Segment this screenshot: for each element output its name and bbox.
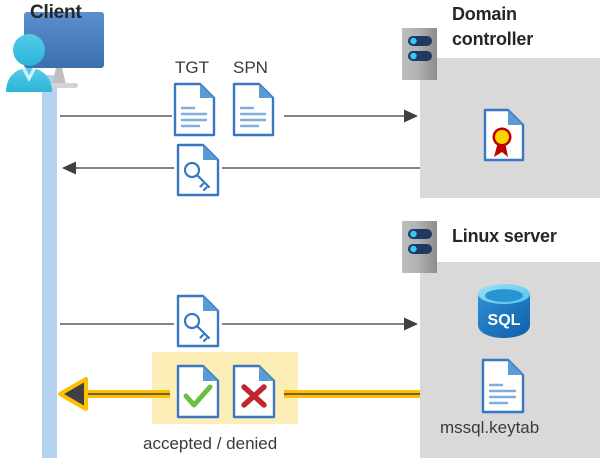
certificate-document-icon <box>483 108 525 162</box>
client-person-icon <box>6 34 52 92</box>
denied-document-icon <box>232 364 276 419</box>
tgt-document-icon <box>173 82 216 137</box>
message-3-arrow-client-to-linux <box>60 317 418 331</box>
tgt-label: TGT <box>175 58 209 77</box>
domain-controller-title-line1: Domain <box>452 4 517 24</box>
ticket-key-document-icon-row2 <box>176 143 220 197</box>
linux-server-title: Linux server <box>452 226 557 246</box>
domain-controller-title-line2: controller <box>452 29 534 49</box>
linux-server-rack-icon <box>402 221 437 273</box>
keytab-filename-label: mssql.keytab <box>440 418 540 437</box>
key-glyph <box>183 161 211 192</box>
verdict-label: accepted / denied <box>143 434 278 453</box>
domain-controller-rack-icon <box>402 28 437 80</box>
ticket-key-document-icon-row3 <box>176 294 220 348</box>
message-2-arrow-dc-to-client <box>62 161 420 175</box>
spn-label: SPN <box>233 58 268 77</box>
sql-badge-text: SQL <box>488 312 521 329</box>
accepted-document-icon <box>176 364 220 419</box>
spn-document-icon <box>232 82 275 137</box>
client-title: Client <box>30 2 82 23</box>
domain-controller-title: Domain controller <box>452 2 592 52</box>
client-lifeline <box>42 75 57 458</box>
key-glyph <box>183 312 211 343</box>
message-1-arrow-client-to-dc <box>60 109 418 123</box>
keytab-document-icon <box>481 358 525 414</box>
sql-database-icon: SQL <box>478 284 530 338</box>
message-4-arrow-linux-to-client <box>58 377 420 411</box>
